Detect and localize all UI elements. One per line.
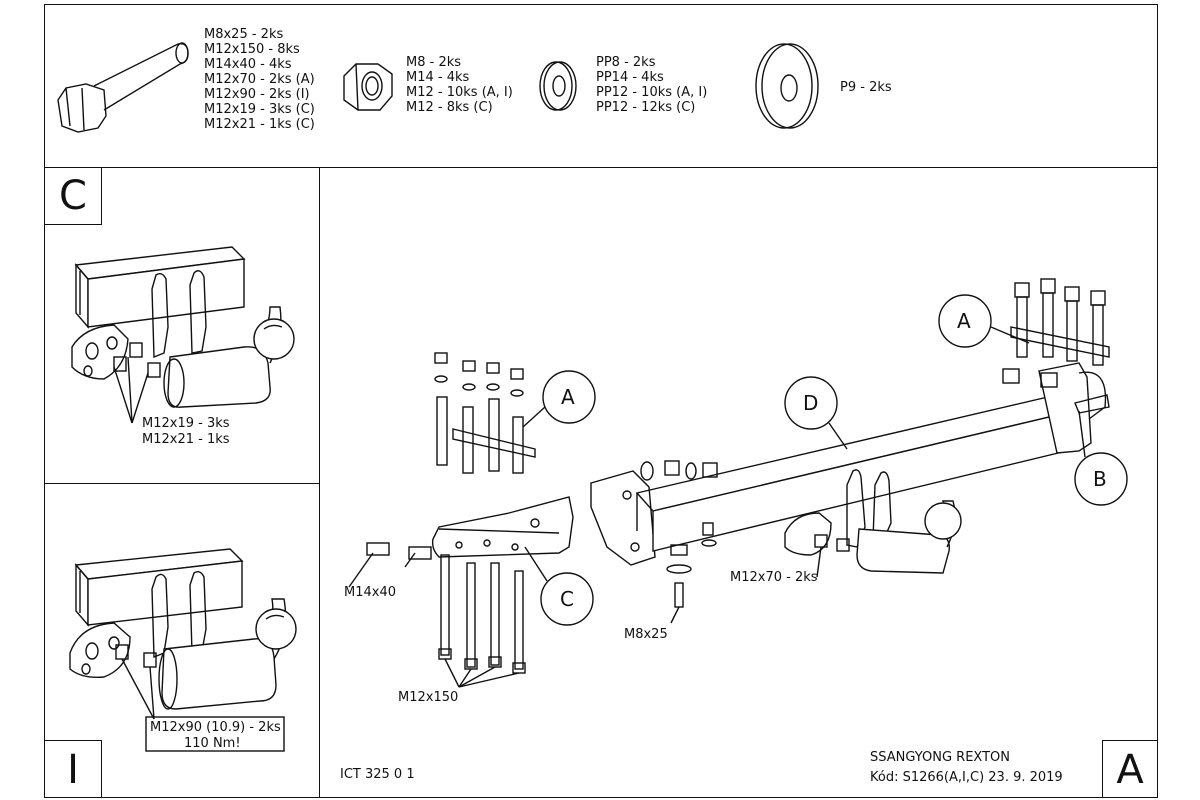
- callout-a-top-circle: [938, 294, 992, 348]
- callout-c-circle: [540, 572, 594, 626]
- callout-a-mid: A: [561, 385, 575, 409]
- panel-i-label-1: M12x90 (10.9) - 2ks: [150, 720, 281, 735]
- label-m12x150: M12x150: [398, 690, 459, 705]
- callout-b: B: [1093, 467, 1107, 491]
- washer-list-item: PP12 - 12ks (C): [596, 100, 696, 115]
- callout-a-top: A: [957, 309, 971, 333]
- panel-c-label-2: M12x21 - 1ks: [142, 432, 230, 447]
- large-washer-icon: [755, 43, 819, 129]
- nut-list-item: M12 - 8ks (C): [406, 100, 493, 115]
- nut-list-item: M12 - 10ks (A, I): [406, 85, 513, 100]
- washer-icon: [539, 61, 577, 111]
- drawing-code-date: Kód: S1266(A,I,C) 23. 9. 2019: [870, 770, 1063, 785]
- main-assembly-drawing: [348, 278, 1128, 688]
- washer-list-item: PP12 - 10ks (A, I): [596, 85, 708, 100]
- bolt-list-item: M8x25 - 2ks: [204, 27, 284, 42]
- bolt-list-item: M12x90 - 2ks (I): [204, 87, 310, 102]
- bolt-list-item: M12x70 - 2ks (A): [204, 72, 315, 87]
- bolt-icon: [57, 42, 189, 133]
- nut-list-item: M8 - 2ks: [406, 55, 462, 70]
- bolt-list-item: M12x21 - 1ks (C): [204, 117, 315, 132]
- panel-i-drawing: [69, 548, 297, 752]
- vehicle-name: SSANGYONG REXTON: [870, 750, 1011, 765]
- nut-list: M8 - 2ks M14 - 4ks M12 - 10ks (A, I) M12…: [406, 55, 513, 115]
- parts-icons: [57, 42, 819, 133]
- large-washer-label: P9 - 2ks: [840, 80, 892, 95]
- callout-b-circle: [1074, 452, 1128, 506]
- variant-letter-box: [1102, 740, 1158, 798]
- panel-c-label-1: M12x19 - 3ks: [142, 416, 230, 431]
- callout-d-circle: [784, 376, 838, 430]
- bolt-list: M8x25 - 2ks M12x150 - 8ks M14x40 - 4ks M…: [204, 27, 315, 132]
- label-m12x70: M12x70 - 2ks: [730, 570, 818, 585]
- bolt-list-item: M12x19 - 3ks (C): [204, 102, 315, 117]
- main-assembly-frame: [319, 167, 1158, 798]
- bolt-list-item: M14x40 - 4ks: [204, 57, 292, 72]
- panel-c-drawing: [71, 246, 295, 424]
- callout-d: D: [803, 391, 819, 415]
- panel-c-letter: C: [59, 173, 87, 219]
- callout-a-mid-circle: [542, 370, 596, 424]
- panel-c-letter-box: [44, 167, 102, 225]
- panel-i-letter-box: [44, 740, 102, 798]
- label-m14x40: M14x40: [344, 585, 396, 600]
- callout-c: C: [560, 587, 574, 611]
- variant-letter: A: [1116, 747, 1144, 793]
- panel-i-letter: I: [67, 747, 79, 793]
- ict-code: ICT 325 0 1: [340, 767, 415, 782]
- washer-list-item: PP8 - 2ks: [596, 55, 656, 70]
- nut-icon: [343, 63, 393, 111]
- panel-i-label-2: 110 Nm!: [184, 736, 241, 751]
- label-m8x25: M8x25: [624, 627, 668, 642]
- bolt-list-item: M12x150 - 8ks: [204, 42, 300, 57]
- washer-list: PP8 - 2ks PP14 - 4ks PP12 - 10ks (A, I) …: [596, 55, 707, 115]
- nut-list-item: M14 - 4ks: [406, 70, 470, 85]
- washer-list-item: PP14 - 4ks: [596, 70, 664, 85]
